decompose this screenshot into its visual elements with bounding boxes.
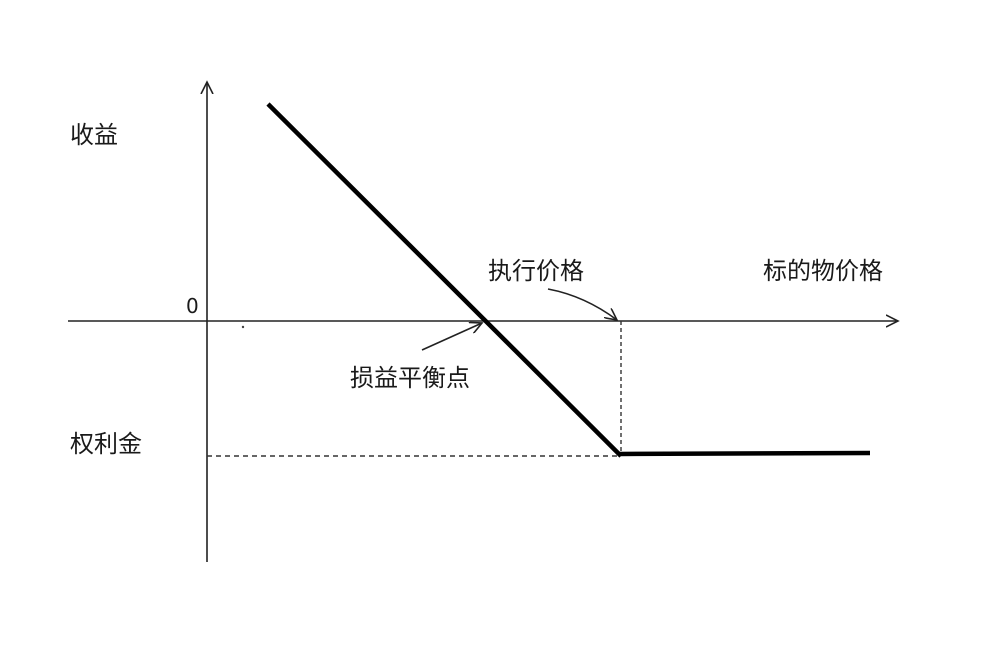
payoff-flat-line	[618, 450, 871, 457]
premium-label: 权利金	[70, 430, 142, 458]
x-axis-label: 标的物价格	[763, 257, 883, 285]
origin-dot	[241, 325, 245, 329]
y-axis-label: 收益	[70, 121, 118, 149]
payoff-diagonal-line	[266, 102, 623, 458]
breakeven-label: 损益平衡点	[350, 364, 470, 392]
strike-pointer-arrow	[547, 288, 617, 320]
origin-label: 0	[186, 294, 199, 318]
breakeven-pointer-arrow	[421, 323, 482, 351]
strike-label: 执行价格	[488, 257, 584, 285]
